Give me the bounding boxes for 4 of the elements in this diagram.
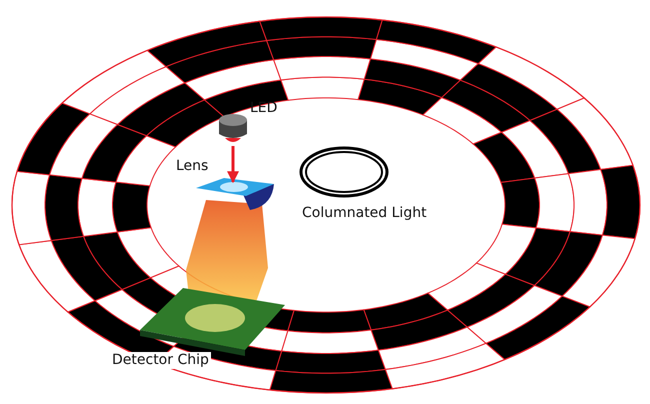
part-label: Detector Chip	[110, 352, 211, 369]
part-label: Lens	[176, 158, 208, 175]
arrow	[227, 146, 239, 184]
part-label: Columnated Light	[301, 205, 428, 222]
